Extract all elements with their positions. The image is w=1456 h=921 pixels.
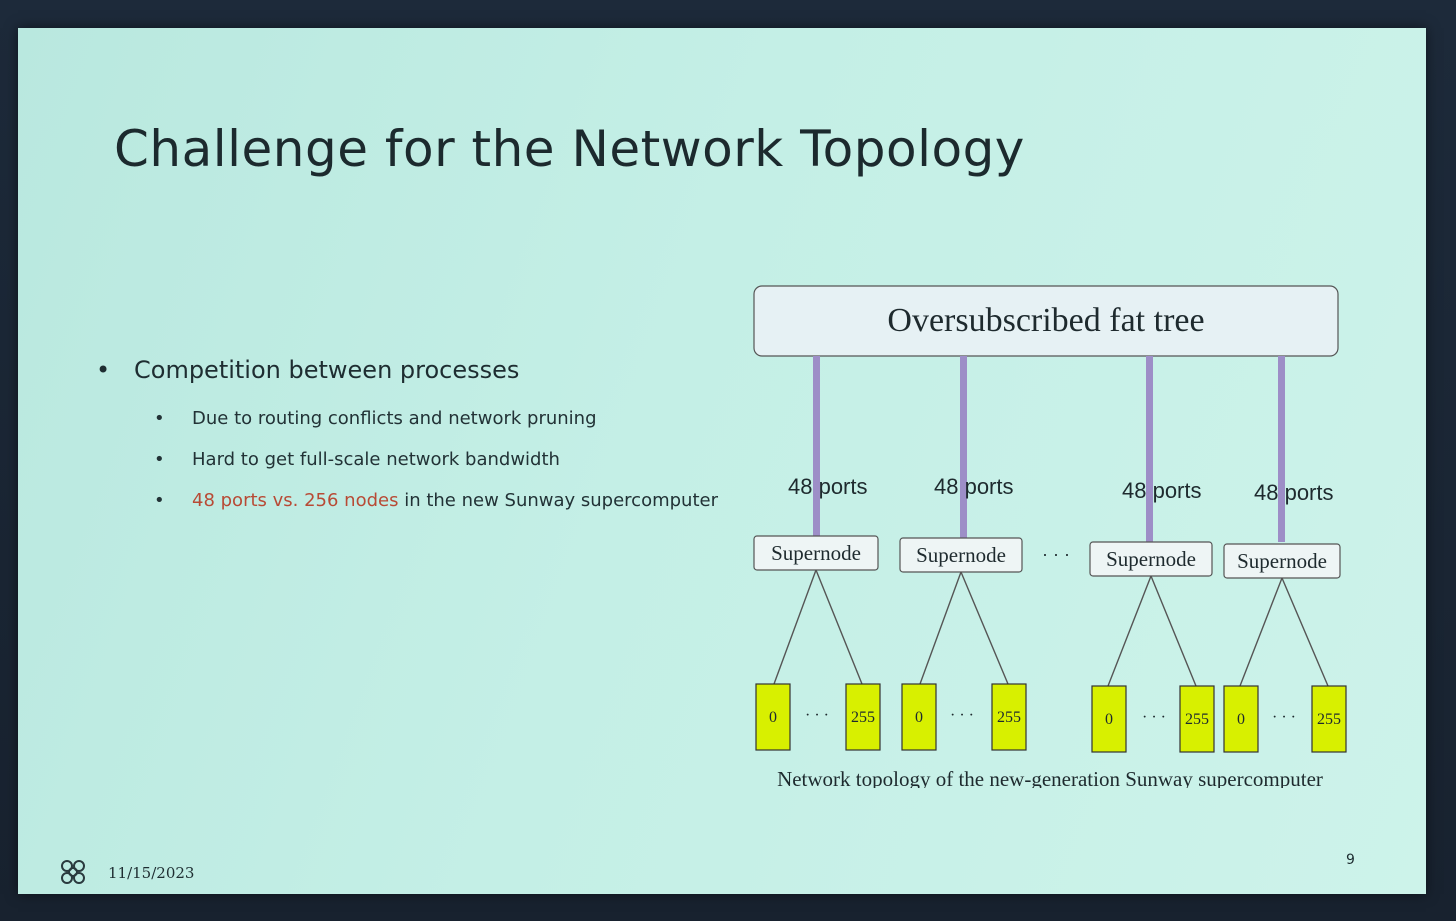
node-ellipsis-3: · · ·: [1142, 709, 1166, 726]
bullet-sub-1: Due to routing conflicts and network pru…: [96, 408, 718, 429]
ports-label-2: 48 ports: [934, 474, 1014, 499]
node-box: [845, 683, 881, 751]
ports-label-1: 48 ports: [788, 474, 868, 499]
slide-date: 11/15/2023: [108, 864, 195, 882]
node-label-first-2: 0: [915, 709, 923, 726]
supernode-label-4: Supernode: [1237, 549, 1327, 573]
node-ellipsis-4: · · ·: [1272, 709, 1296, 726]
node-label-last-3: 255: [1185, 711, 1209, 728]
bullet-sub-3: 48 ports vs. 256 nodes in the new Sunway…: [96, 490, 718, 511]
network-topology-diagram: Oversubscribed fat tree 48 ports 48 port…: [753, 285, 1347, 788]
fat-tree-box: [753, 285, 1339, 357]
bullet-sub-3-highlight: 48 ports vs. 256 nodes: [192, 490, 399, 511]
port-link-4: [1278, 356, 1285, 542]
diagram-caption: Network topology of the new-generation S…: [777, 767, 1323, 788]
node-box: [901, 683, 937, 751]
node-label-last-1: 255: [851, 709, 875, 726]
slide: Challenge for the Network Topology Compe…: [18, 28, 1426, 894]
port-link-3: [1146, 356, 1153, 542]
tree-line: [919, 571, 962, 685]
node-box: [991, 683, 1027, 751]
bullet-main: Competition between processes: [96, 356, 718, 384]
node-label-last-4: 255: [1317, 711, 1341, 728]
bullet-list: Competition between processes Due to rou…: [96, 356, 718, 531]
node-box: [1091, 685, 1127, 753]
page-number: 9: [1346, 852, 1355, 868]
port-link-1: [813, 356, 820, 538]
supernode-label-1: Supernode: [771, 541, 861, 565]
supernode-label-3: Supernode: [1106, 547, 1196, 571]
node-box: [1179, 685, 1215, 753]
port-link-2: [960, 356, 967, 538]
tree-line: [1281, 577, 1329, 687]
node-box: [755, 683, 791, 751]
ports-label-3: 48 ports: [1122, 478, 1202, 503]
node-label-first-4: 0: [1237, 711, 1245, 728]
bullet-sub-2: Hard to get full-scale network bandwidth: [96, 449, 718, 470]
node-label-last-2: 255: [997, 709, 1021, 726]
tree-line: [960, 571, 1009, 685]
node-ellipsis-1: · · ·: [805, 707, 829, 724]
node-box: [1311, 685, 1347, 753]
ports-label-4: 48 ports: [1254, 480, 1334, 505]
node-ellipsis-2: · · ·: [950, 707, 974, 724]
slide-title: Challenge for the Network Topology: [114, 120, 1025, 178]
supernode-ellipsis: · · ·: [1042, 544, 1070, 564]
tree-line: [773, 569, 817, 685]
supernode-label-2: Supernode: [916, 543, 1006, 567]
node-label-first-3: 0: [1105, 711, 1113, 728]
tree-line: [815, 569, 863, 685]
node-label-first-1: 0: [769, 709, 777, 726]
tree-line: [1150, 575, 1197, 687]
logo-icon: [61, 860, 85, 884]
tree-line: [1239, 577, 1283, 687]
tree-line: [1107, 575, 1152, 687]
bullet-sub-3-rest: in the new Sunway supercomputer: [398, 490, 718, 511]
node-box: [1223, 685, 1259, 753]
fat-tree-label: Oversubscribed fat tree: [887, 302, 1204, 339]
